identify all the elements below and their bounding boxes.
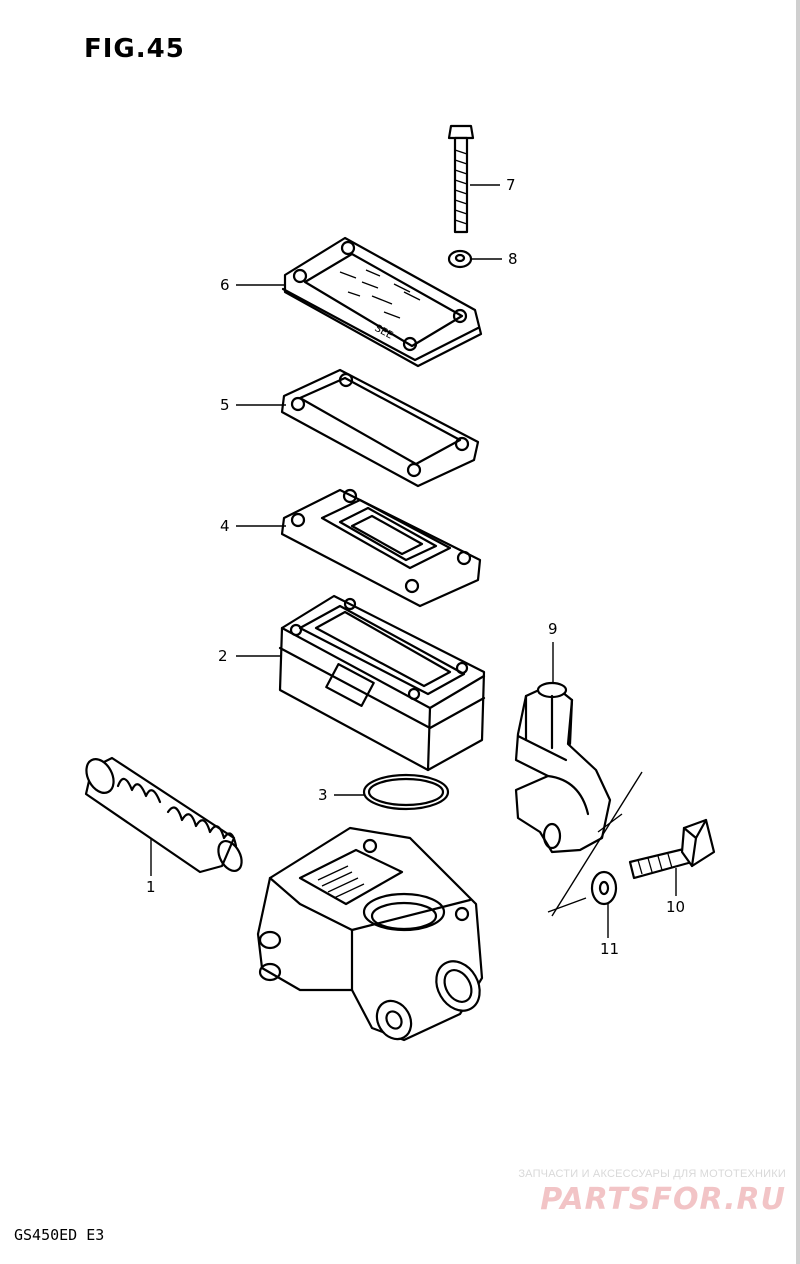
part-11-washer: [590, 870, 618, 906]
callout-4: 4: [220, 517, 230, 535]
assembly-guide-lines: [547, 771, 643, 917]
part-4-diaphragm: [280, 488, 482, 608]
part-9-clamp: [514, 681, 612, 854]
callout-6: 6: [220, 276, 230, 294]
watermark-logo: PARTSFOR.RU: [540, 1182, 786, 1217]
callout-1: 1: [146, 878, 156, 896]
callout-7: 7: [506, 176, 516, 194]
callout-3: 3: [318, 786, 328, 804]
callout-9: 9: [548, 620, 558, 638]
callout-11: 11: [600, 940, 620, 958]
part-1-piston-spring: [84, 756, 243, 874]
figure-title: FIG.45: [84, 34, 185, 64]
part-2-reservoir: [278, 594, 486, 772]
callout-2: 2: [218, 647, 228, 665]
callout-leaders: [150, 184, 677, 938]
master-cylinder-body: [256, 826, 484, 1042]
part-3-o-ring: [362, 773, 450, 811]
callout-10: 10: [666, 898, 686, 916]
callout-8: 8: [508, 250, 518, 268]
part-10-bolt: [628, 818, 716, 880]
part-6-reservoir-cap: SEE: [281, 236, 483, 368]
part-7-bolt: [447, 124, 475, 234]
part-5-diaphragm-plate: [280, 368, 480, 488]
watermark-tagline: ЗАПЧАСТИ И АКСЕССУАРЫ ДЛЯ МОТОТЕХНИКИ: [518, 1168, 786, 1180]
watermark: ЗАПЧАСТИ И АКСЕССУАРЫ ДЛЯ МОТОТЕХНИКИ PA…: [486, 1168, 786, 1217]
callout-5: 5: [220, 396, 230, 414]
part-8-nut: [447, 249, 473, 269]
model-code: GS450ED E3: [14, 1226, 105, 1244]
